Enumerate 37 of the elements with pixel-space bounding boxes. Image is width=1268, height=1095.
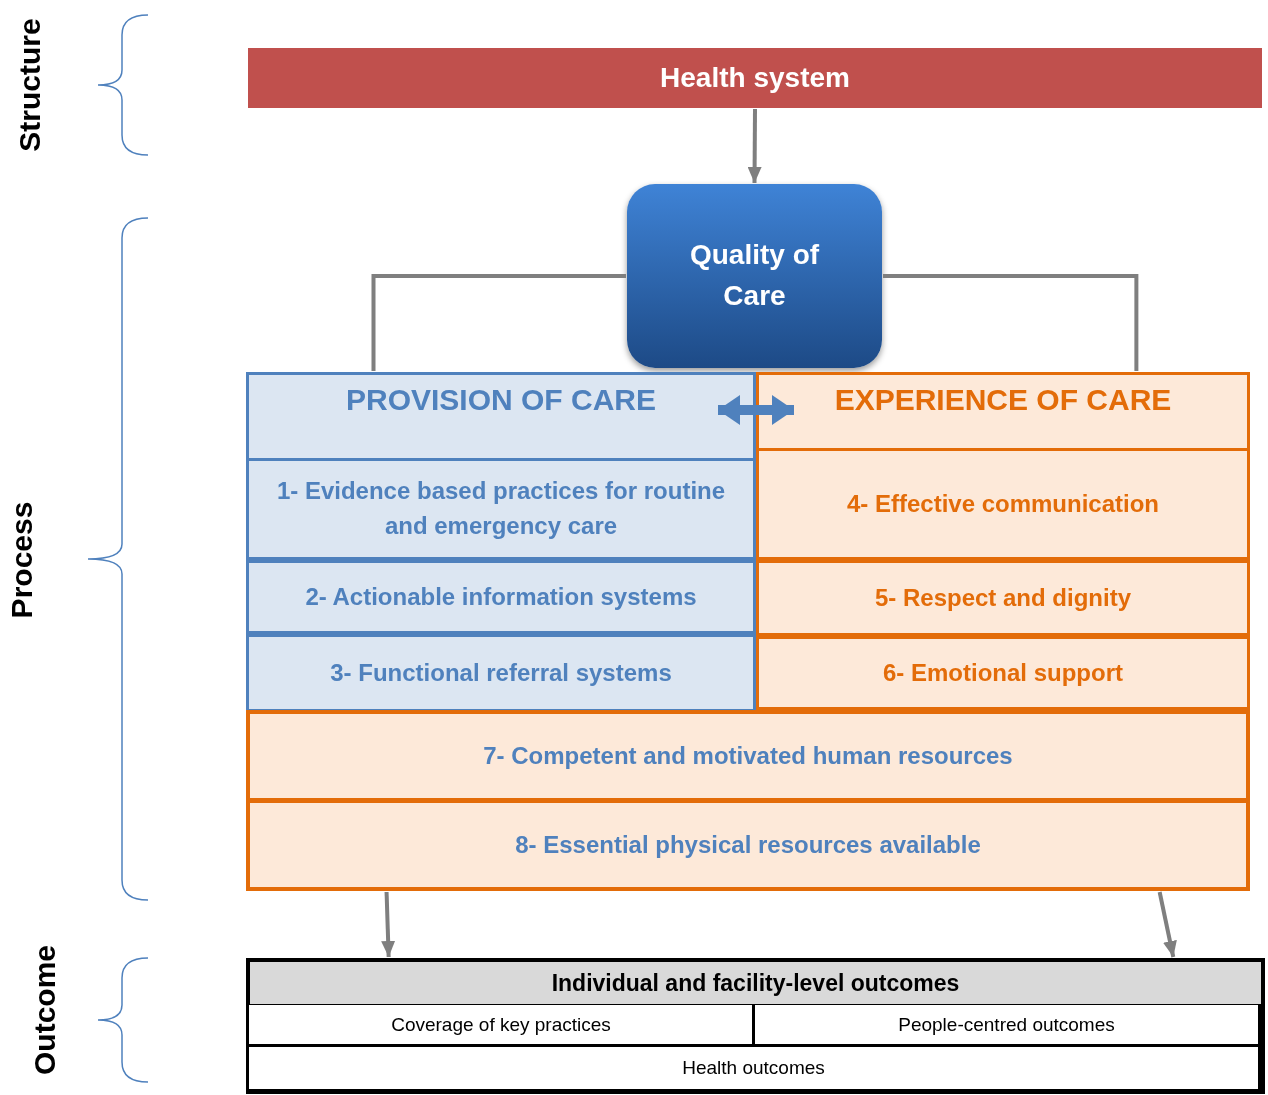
- arrow: [381, 891, 396, 958]
- section-label: Structure: [13, 18, 47, 152]
- column-panel: [246, 372, 756, 712]
- category-label: Quality of Care: [688, 238, 821, 313]
- rounded-box: [627, 184, 882, 368]
- category-label: 1- Evidence based practices for routine and emergency care: [275, 476, 727, 541]
- category-box: [756, 448, 1250, 560]
- category-label: People-centred outcomes: [897, 1012, 1116, 1037]
- category-label: 5- Respect and dignity: [873, 582, 1132, 613]
- category-label: 3- Functional referral systems: [329, 657, 673, 688]
- connector-line: [371, 274, 626, 371]
- category-label: 2- Actionable information systems: [304, 581, 698, 612]
- column-panel: [756, 372, 1250, 710]
- column-heading: Individual and facility-level outcomes: [250, 962, 1261, 1004]
- outcome-panel: [246, 958, 1265, 1094]
- category-label: 6- Emotional support: [882, 657, 1124, 688]
- column-heading: EXPERIENCE OF CARE: [833, 383, 1173, 417]
- category-box: [756, 560, 1250, 636]
- category-label: 7- Competent and motivated human resources: [482, 740, 1014, 771]
- category-box: [246, 799, 1250, 891]
- category-label: Coverage of key practices: [390, 1012, 612, 1037]
- section-label: Outcome: [28, 945, 62, 1075]
- category-label: Health outcomes: [681, 1056, 826, 1081]
- category-box: [246, 560, 756, 634]
- outcome-box: [246, 1044, 1261, 1092]
- column-heading: PROVISION OF CARE: [344, 383, 657, 417]
- category-label: Health system: [659, 60, 851, 95]
- category-label: 8- Essential physical resources available: [514, 829, 982, 860]
- category-label: 4- Effective communication: [845, 488, 1161, 519]
- section-label: Process: [5, 501, 39, 619]
- arrow: [747, 109, 762, 183]
- header-bar: [248, 48, 1262, 108]
- category-box: [246, 458, 756, 560]
- double-arrow: [718, 395, 794, 425]
- arrow: [1157, 891, 1177, 958]
- connector-line: [883, 274, 1139, 371]
- category-box: [246, 710, 1250, 802]
